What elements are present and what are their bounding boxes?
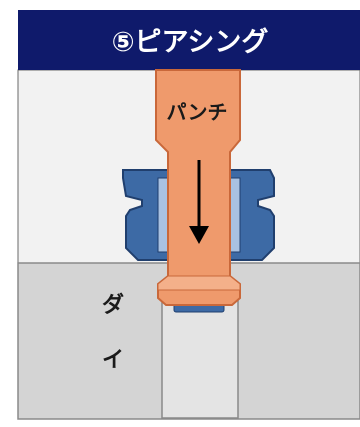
- down-arrow-icon: [189, 160, 209, 244]
- die-label-line2: イ: [102, 348, 124, 373]
- die-label-line1: ダ: [102, 292, 124, 318]
- punch-tip-band: [157, 275, 241, 291]
- punch-label: パンチ: [167, 100, 228, 124]
- header-bar: [18, 10, 360, 70]
- header-title: ⑤ピアシング: [112, 26, 269, 58]
